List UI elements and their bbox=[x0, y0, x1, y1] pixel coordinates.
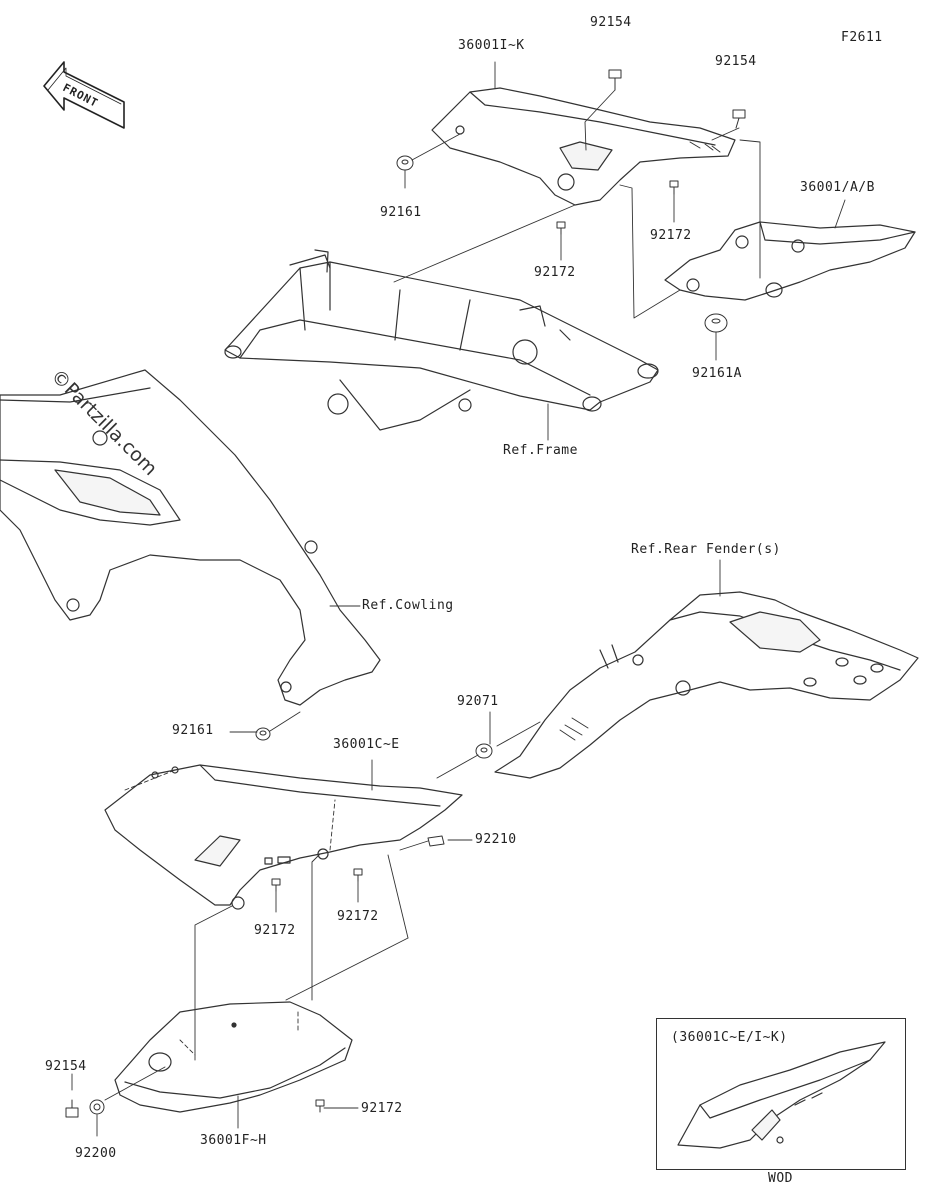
lower-cover bbox=[114, 1001, 353, 1113]
cowling bbox=[0, 369, 381, 706]
upper-right-cover bbox=[664, 221, 916, 301]
label-92172-bottom: 92172 bbox=[361, 1101, 403, 1116]
label-92172-mid-right: 92172 bbox=[650, 228, 692, 243]
label-92172-mid-left: 92172 bbox=[534, 265, 576, 280]
label-92210: 92210 bbox=[475, 832, 517, 847]
label-36001f-h: 36001F~H bbox=[200, 1133, 267, 1148]
label-36001-a-b: 36001/A/B bbox=[800, 180, 875, 195]
label-92161-cowl: 92161 bbox=[172, 723, 214, 738]
fasteners bbox=[65, 69, 746, 1118]
label-36001c-e: 36001C~E bbox=[333, 737, 400, 752]
label-92154-right: 92154 bbox=[715, 54, 757, 69]
frame bbox=[224, 249, 659, 431]
inset-part-illustration bbox=[677, 1041, 886, 1149]
side-cover bbox=[104, 764, 463, 910]
label-92161a: 92161A bbox=[692, 366, 742, 381]
figure-id: F2611 bbox=[841, 30, 883, 45]
label-92154-top: 92154 bbox=[590, 15, 632, 30]
label-ref-rear-fender: Ref.Rear Fender(s) bbox=[631, 542, 781, 557]
upper-left-cover bbox=[431, 87, 736, 206]
inset-footer: WOD bbox=[768, 1171, 793, 1186]
label-ref-frame: Ref.Frame bbox=[503, 443, 578, 458]
inset-caption: (36001C~E/I~K) bbox=[671, 1030, 788, 1045]
label-92200: 92200 bbox=[75, 1146, 117, 1161]
leader-lines bbox=[71, 61, 846, 1137]
label-36001i-k: 36001I~K bbox=[458, 38, 525, 53]
rear-fender bbox=[494, 591, 919, 779]
label-92161-left: 92161 bbox=[380, 205, 422, 220]
front-arrow-icon: FRONT bbox=[43, 61, 125, 129]
label-92154-bottom: 92154 bbox=[45, 1059, 87, 1074]
label-92071: 92071 bbox=[457, 694, 499, 709]
label-92172-low-right: 92172 bbox=[337, 909, 379, 924]
label-92172-low-left: 92172 bbox=[254, 923, 296, 938]
inset-box bbox=[656, 1018, 906, 1170]
label-ref-cowling: Ref.Cowling bbox=[362, 598, 454, 613]
